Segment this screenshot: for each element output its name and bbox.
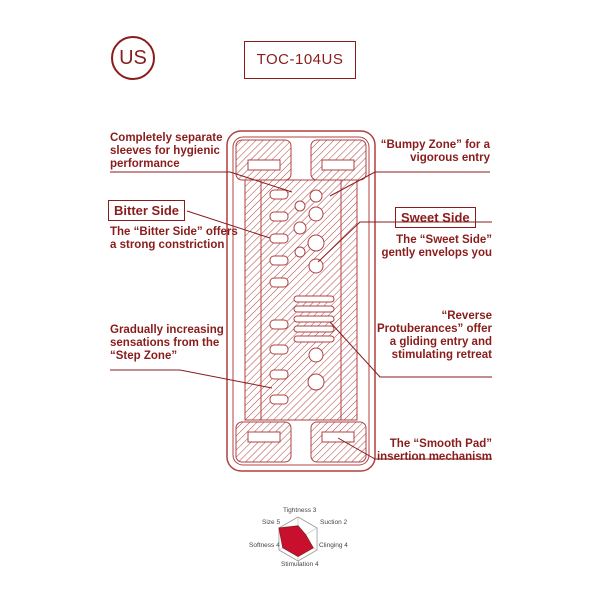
bitter-side-tag: Bitter Side <box>108 200 186 221</box>
label-sweet-side: The “Sweet Side” gently envelops you <box>381 234 492 259</box>
label-step-zone: Gradually increasing sensations from the… <box>110 324 224 362</box>
label-bumpy-zone: “Bumpy Zone” for a vigorous entry <box>380 139 490 164</box>
radar-label-clinging: Clinging 4 <box>319 542 348 549</box>
label-smooth-pad: The “Smooth Pad” insertion mechanism <box>376 438 492 463</box>
outer-shell <box>226 130 376 472</box>
radar-label-softness: Softness 4 <box>249 542 280 549</box>
reverse-protuberances <box>293 295 335 343</box>
radar-label-suction: Suction 2 <box>320 519 348 526</box>
model-number: TOC-104US <box>244 41 356 79</box>
inner-shell <box>232 136 370 466</box>
bumpy-zone <box>293 189 325 391</box>
label-bitter-side: The “Bitter Side” offers a strong constr… <box>110 226 238 251</box>
radar-label-size: Size 5 <box>262 519 281 526</box>
radar-values-area <box>278 525 314 558</box>
label-separate-sleeves: Completely separate sleeves for hygienic… <box>110 132 223 170</box>
bitter-side-ribs <box>269 189 289 405</box>
label-reverse-protuberances: “Reverse Protuberances” offer a gliding … <box>376 310 492 361</box>
radar-label-stimulation: Stimulation 4 <box>281 561 319 568</box>
sweet-side-tag: Sweet Side <box>395 207 476 228</box>
radar-label-tightness: Tightness 3 <box>283 507 317 514</box>
region-badge: US <box>111 36 155 80</box>
